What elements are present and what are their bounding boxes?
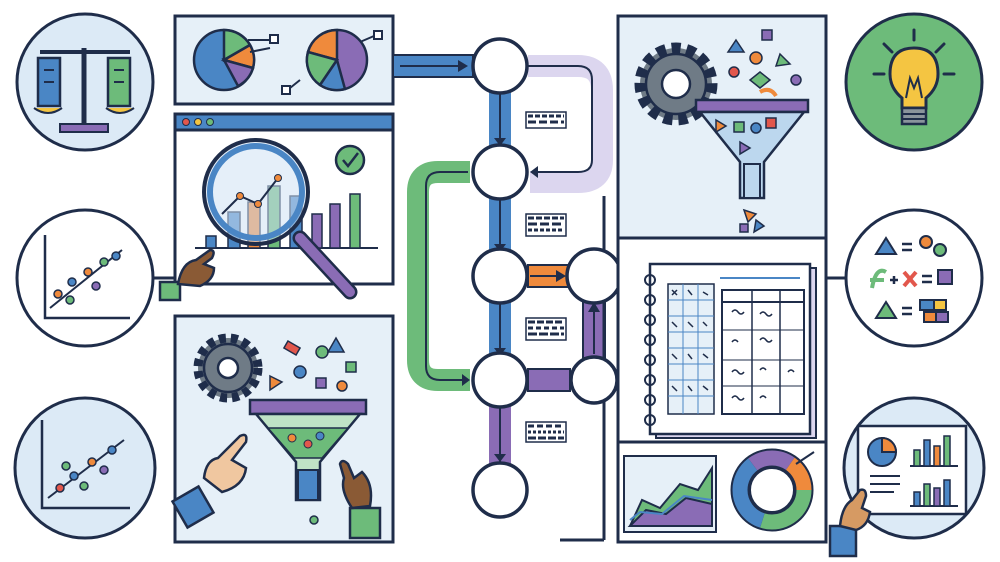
flow-node [471, 247, 529, 305]
striped-labels [525, 111, 567, 443]
gear-icon [634, 42, 718, 126]
lightbulb-icon [844, 12, 984, 152]
gear-funnel-panel [170, 314, 395, 544]
magnifying-glass-icon [202, 138, 358, 300]
holding-hand-icon [828, 488, 872, 558]
flow-node [471, 143, 529, 201]
funnel-icon [248, 398, 368, 502]
flow-node [471, 37, 529, 95]
balance-scale-icon [15, 12, 155, 152]
data-grid [667, 283, 715, 415]
scatter-plot-icon [15, 208, 175, 348]
striped-label [525, 421, 567, 443]
flow-node [569, 355, 619, 405]
notebook-spiral [644, 274, 656, 426]
notebook-table-panel [616, 236, 828, 444]
checkmark-icon [334, 144, 366, 176]
flow-nodes [471, 37, 623, 519]
pointing-hand-right-icon [338, 459, 382, 540]
flow-node [471, 351, 529, 409]
magnifier-bar-chart-panel [158, 112, 395, 302]
area-donut-panel [616, 440, 828, 544]
trend-scatter-icon [13, 396, 157, 540]
donut-chart-icon [730, 448, 815, 532]
striped-label [525, 111, 567, 129]
flow-node [565, 247, 623, 305]
chart-report-icon [828, 396, 986, 558]
striped-label [525, 317, 567, 341]
funnel-icon [694, 98, 810, 200]
pointing-hand-left-icon [170, 433, 248, 530]
striped-label [525, 213, 567, 237]
flow-node [471, 461, 529, 519]
shape-equation-icon [826, 208, 984, 348]
gear-icon [193, 333, 263, 403]
pie-charts-panel [173, 14, 395, 106]
pointing-hand-icon [158, 248, 216, 302]
gear-funnel-top-panel [616, 14, 828, 240]
